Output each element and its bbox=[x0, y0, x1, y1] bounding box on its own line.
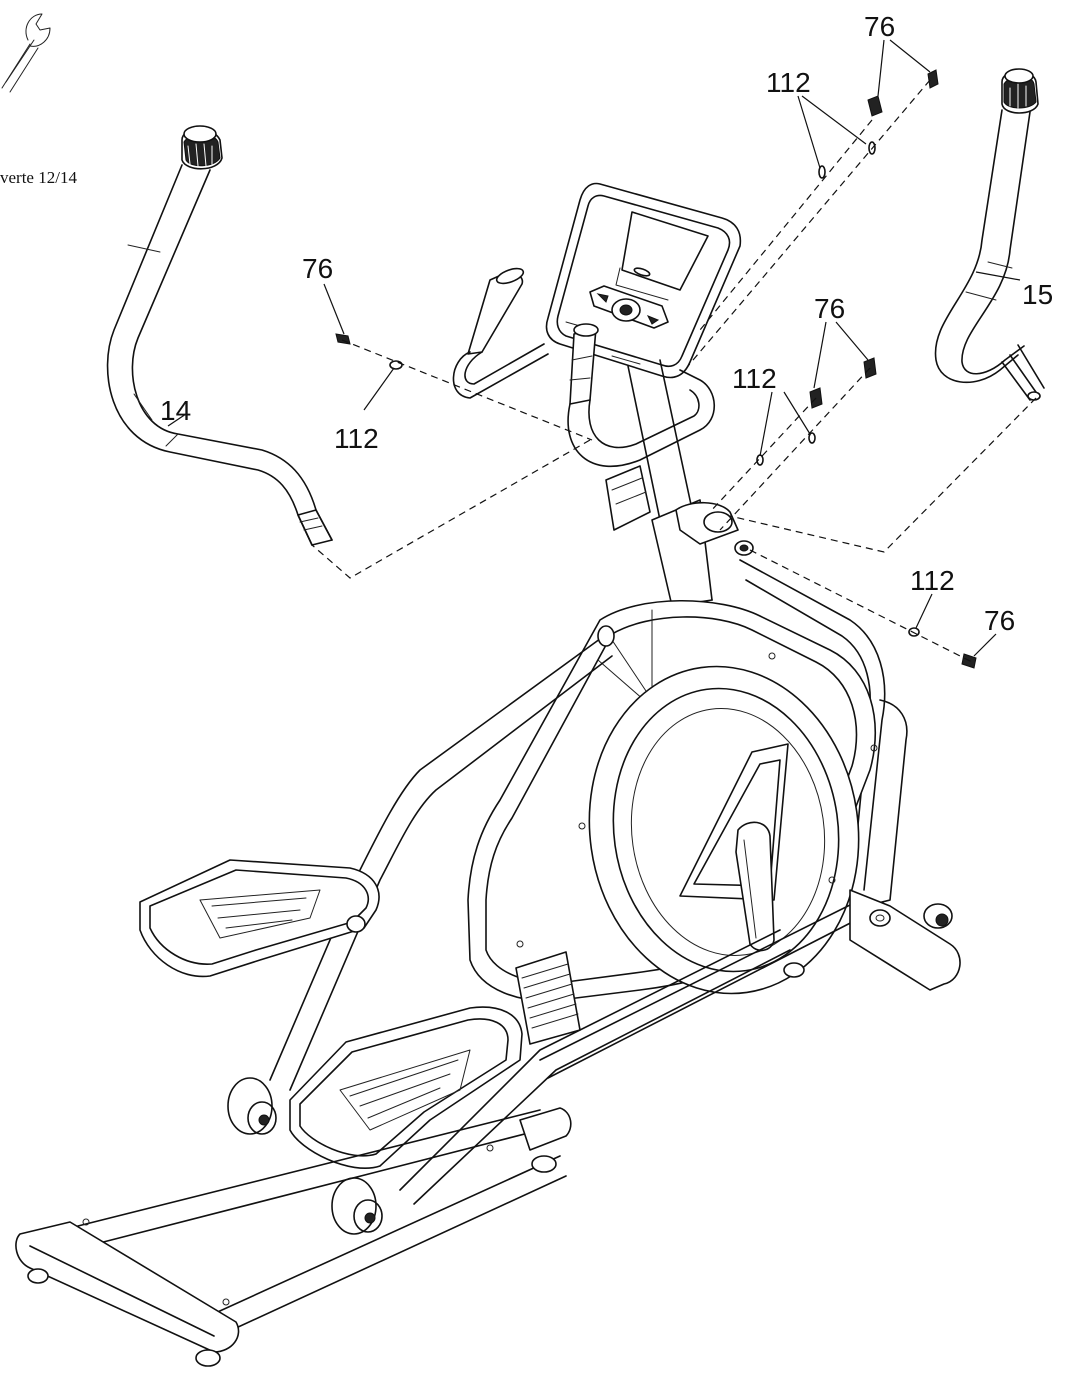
callouts: 76 112 76 112 14 15 76 112 112 76 bbox=[160, 11, 1053, 636]
callout-112-mid: 112 bbox=[732, 363, 777, 394]
callout-76-top: 76 bbox=[864, 11, 895, 42]
base-rails bbox=[15, 1107, 572, 1367]
washer-112-top bbox=[818, 141, 876, 179]
bolt-76-top-right bbox=[927, 69, 939, 89]
wrench-icon bbox=[1, 13, 51, 93]
callout-112-left: 112 bbox=[334, 423, 379, 454]
callout-112-right: 112 bbox=[910, 565, 955, 596]
washer-112-left bbox=[389, 360, 403, 370]
washer-112-right bbox=[908, 627, 920, 637]
note-text: verte 12/14 bbox=[0, 168, 77, 187]
main-frame bbox=[467, 559, 908, 1045]
leader-lines bbox=[167, 39, 1021, 657]
callout-112-top: 112 bbox=[766, 67, 811, 98]
callout-76-mid: 76 bbox=[814, 293, 845, 324]
washer-112-mid bbox=[756, 432, 816, 466]
handlebar-left-part-14 bbox=[106, 125, 333, 546]
lower-handlebars bbox=[452, 267, 754, 621]
bolt-76-mid bbox=[809, 357, 877, 409]
assembly-lines bbox=[311, 79, 1037, 663]
bolt-76-top-left bbox=[867, 95, 883, 117]
callout-part-14: 14 bbox=[160, 395, 191, 426]
callout-part-15: 15 bbox=[1022, 279, 1053, 310]
handlebar-right-part-15 bbox=[934, 68, 1045, 401]
callout-76-left: 76 bbox=[302, 253, 333, 284]
callout-76-right: 76 bbox=[984, 605, 1015, 636]
pedal-arms bbox=[139, 625, 961, 1235]
